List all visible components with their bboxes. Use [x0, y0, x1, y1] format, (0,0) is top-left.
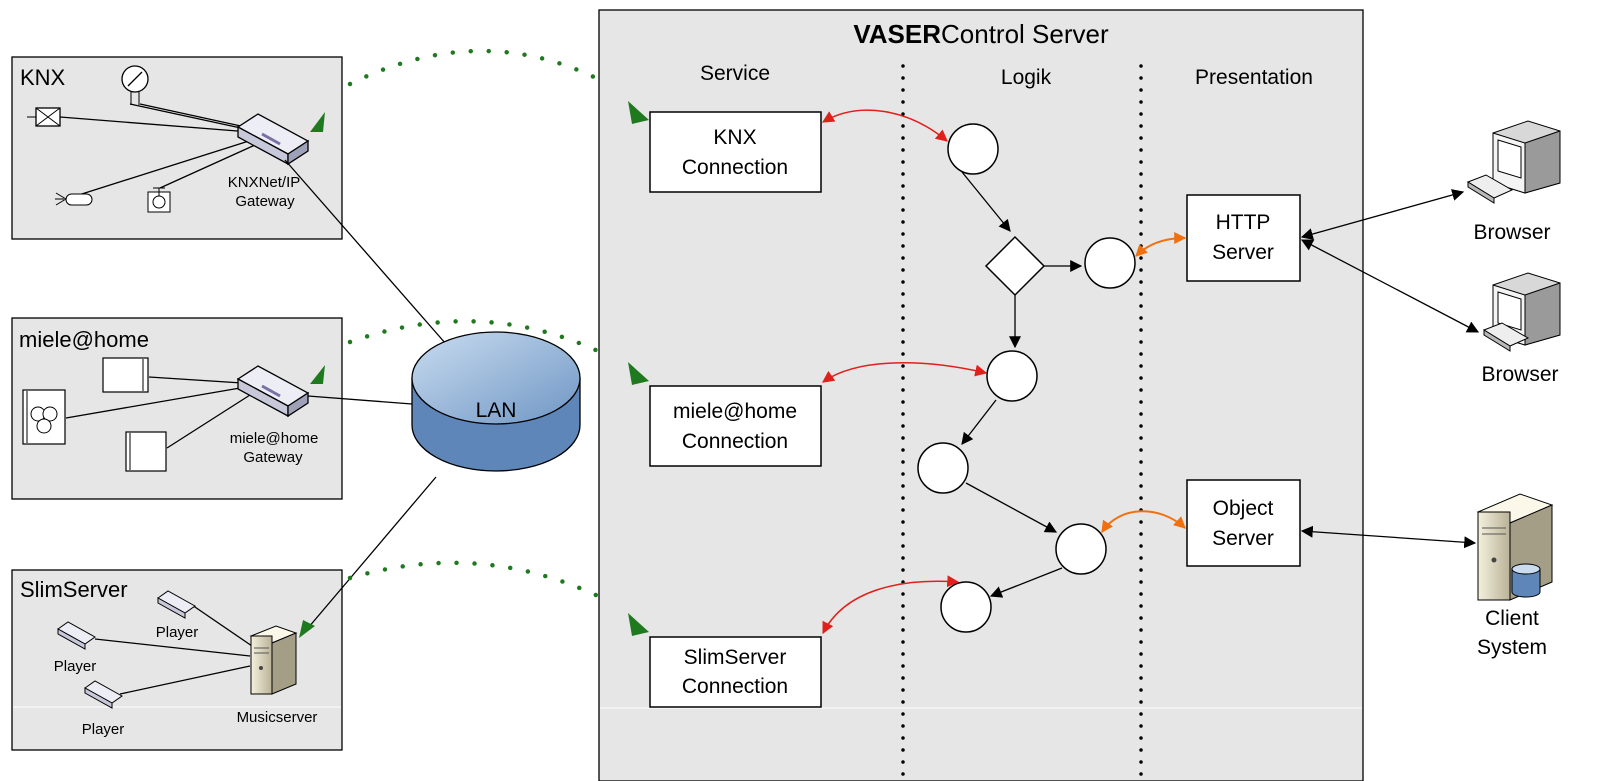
http-server-line2: Server [1212, 241, 1274, 264]
knx-gateway-arrowhead [310, 112, 325, 132]
column-service: Service [700, 62, 770, 85]
column-logik: Logik [1001, 66, 1052, 89]
miele-gateway-icon [236, 365, 310, 418]
logik-node-slim [940, 581, 992, 633]
miele-connection-line2: Connection [682, 430, 788, 453]
browser-label-2: Browser [1481, 363, 1558, 386]
logik-node-mid [917, 442, 969, 494]
logik-node-object [1055, 523, 1107, 575]
logik-flow [917, 123, 1136, 633]
musicserver-arrowhead [299, 620, 315, 638]
browser-computer-icon-1 [1466, 120, 1561, 204]
green-dotted-links [347, 48, 649, 636]
client-links [1300, 189, 1480, 549]
miele-connection-line1: miele@home [673, 400, 797, 423]
player-icon-left [57, 621, 96, 650]
slimserver-connection-line1: SlimServer [684, 646, 787, 669]
logik-node-http [1084, 237, 1136, 289]
musicserver-icon [249, 625, 298, 695]
client-system-line2: System [1477, 636, 1547, 659]
knx-gateway-icon [236, 113, 310, 166]
knx-gateway-label-line2: Gateway [235, 193, 295, 210]
lamp-icon [55, 192, 93, 206]
washing-machine-icon [22, 389, 66, 445]
player-label-left: Player [54, 658, 97, 675]
lan-cables [284, 159, 461, 629]
object-server-line1: Object [1213, 497, 1274, 520]
database-icon [1511, 563, 1541, 598]
player-icon-bottom [84, 680, 123, 709]
lan-label: LAN [476, 399, 517, 422]
logik-node-knx [947, 123, 999, 175]
logik-decision-node [984, 235, 1046, 297]
miele-connection-box: miele@home Connection [649, 385, 822, 467]
musicserver-label: Musicserver [237, 709, 318, 726]
logik-node-miele [986, 350, 1038, 402]
valve-icon [147, 187, 171, 213]
miele-gateway-label-line2: Gateway [243, 449, 303, 466]
lan-cylinder: LAN [411, 331, 581, 472]
http-server-line1: HTTP [1216, 211, 1271, 234]
switch-actuator-icon [27, 107, 61, 127]
http-server-box: HTTP Server [1186, 194, 1301, 282]
knx-connection-line1: KNX [713, 126, 756, 149]
client-system-line1: Client [1485, 607, 1539, 630]
slimserver-connection-line2: Connection [682, 675, 788, 698]
object-server-line2: Server [1212, 527, 1274, 550]
knx-group: KNX [11, 56, 343, 240]
knx-connection-line2: Connection [682, 156, 788, 179]
browser-label-1: Browser [1473, 221, 1550, 244]
miele-gateway-label-line1: miele@home [230, 430, 319, 447]
browser-computer-icon-2 [1482, 272, 1561, 352]
column-presentation: Presentation [1195, 66, 1313, 89]
object-server-box: Object Server [1186, 479, 1301, 567]
knx-connection-box: KNX Connection [649, 111, 822, 193]
dial-sensor-icon [121, 65, 149, 105]
knx-gateway-label-line1: KNXNet/IP [228, 174, 301, 191]
miele-group: miele@home miele@home Gateway [11, 317, 343, 500]
slimserver-connection-box: SlimServer Connection [649, 636, 822, 708]
server-title: VASERControl Server [853, 19, 1109, 49]
player-icon-top [157, 590, 196, 619]
miele-title: miele@home [19, 327, 149, 352]
appliance-top-icon [102, 357, 149, 393]
slimserver-group: SlimServer Player Player Player Musicser… [11, 569, 343, 751]
appliance-bottom-icon [125, 431, 167, 472]
slimserver-title: SlimServer [20, 577, 128, 602]
player-label-bottom: Player [82, 721, 125, 738]
miele-gateway-arrowhead [310, 365, 325, 384]
service-logik-arrows [821, 109, 1187, 635]
knx-title: KNX [20, 65, 66, 90]
player-label-top: Player [156, 624, 199, 641]
